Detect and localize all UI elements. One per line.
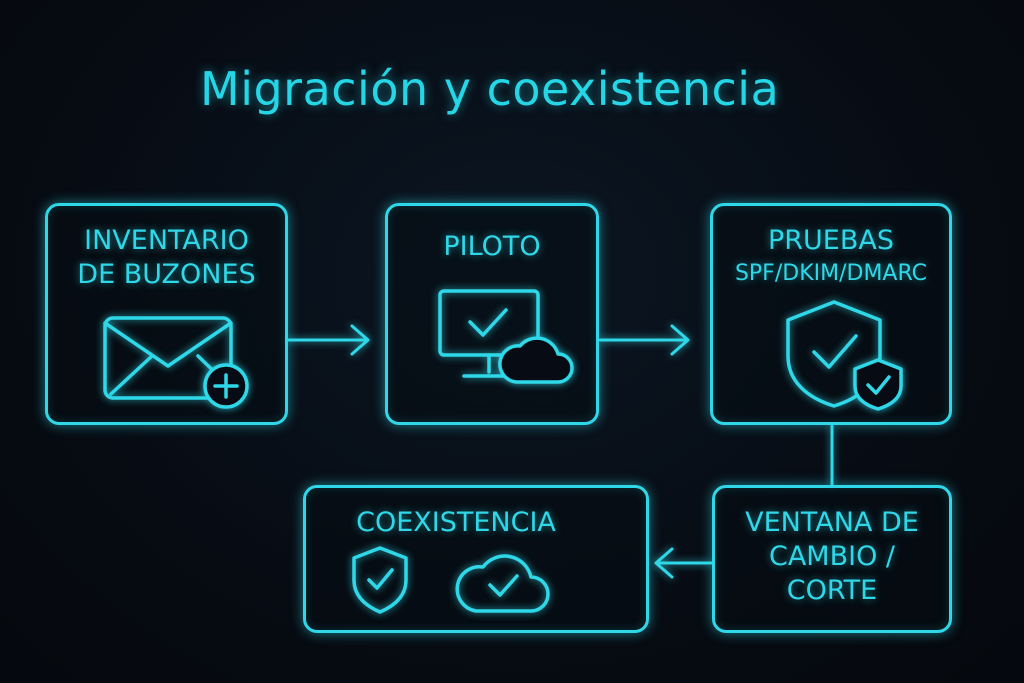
- shield-check-icon: [352, 546, 408, 614]
- arrow-pilot-to-tests: [598, 324, 690, 356]
- diagram-title: Migración y coexistencia: [200, 62, 780, 116]
- step-tests: PRUEBAS SPF/DKIM/DMARC: [710, 203, 952, 425]
- cloud-check-icon: [455, 554, 550, 613]
- step-cutover-line1: VENTANA DE: [745, 507, 919, 538]
- mail-add-icon: [103, 316, 249, 409]
- step-inventory-line2: DE BUZONES: [77, 259, 256, 290]
- step-inventory-line1: INVENTARIO: [84, 225, 249, 256]
- arrow-cutover-to-coexistence: [654, 547, 714, 579]
- monitor-cloud-icon: [438, 289, 574, 384]
- step-cutover-line3: CORTE: [786, 575, 878, 606]
- step-pilot: PILOTO: [385, 203, 599, 425]
- step-tests-sublabel: SPF/DKIM/DMARC: [734, 261, 928, 286]
- step-cutover-line2: CAMBIO /: [768, 541, 896, 572]
- shield-check-icon: [786, 300, 903, 411]
- step-coexistence: COEXISTENCIA: [303, 485, 649, 633]
- coexistence-icons: [352, 546, 550, 614]
- step-tests-label: PRUEBAS: [768, 225, 894, 256]
- step-inventory: INVENTARIO DE BUZONES: [45, 203, 288, 425]
- arrow-inventory-to-pilot: [286, 324, 370, 356]
- step-coexistence-label: COEXISTENCIA: [356, 507, 556, 538]
- step-cutover: VENTANA DE CAMBIO / CORTE: [712, 485, 952, 633]
- step-pilot-label: PILOTO: [443, 231, 541, 262]
